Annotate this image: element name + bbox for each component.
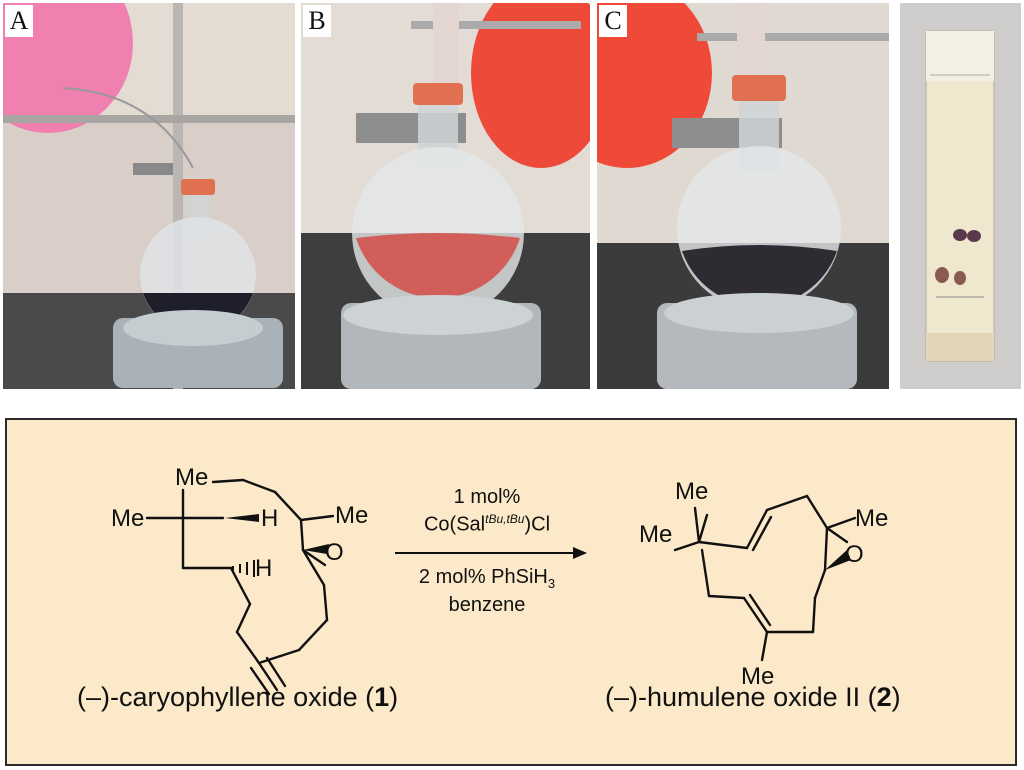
panel-letter-a: A [5, 5, 33, 37]
epoxide-wedge-2 [825, 550, 851, 570]
reactant-h-bottom: H [255, 555, 272, 582]
flask-photo-a [3, 3, 295, 389]
reagent-solvent: benzene [448, 594, 526, 616]
panel-letter-b: B [303, 5, 331, 37]
epoxide-wedge-1 [303, 544, 329, 554]
reactant-h-top: H [261, 505, 278, 532]
product-number: 2 [876, 682, 892, 712]
humulene-oxide-structure [673, 494, 857, 662]
reactant-number: 1 [374, 682, 390, 712]
tlc-plate-photo [900, 3, 1021, 389]
reactant-me-left: Me [111, 505, 144, 532]
reaction-scheme-box: Me Me Me H H O [5, 418, 1017, 766]
reagent-line-1: 1 mol% [453, 486, 521, 508]
photo-panel-b: B [301, 3, 590, 389]
reactant-me-right: Me [335, 502, 368, 529]
product-label: (–)-humulene oxide II (2) [605, 682, 901, 712]
product-me-bottom: Me [741, 663, 774, 690]
flask-photo-b [301, 3, 590, 389]
photo-panel-a: A [3, 3, 295, 389]
product-oxygen: O [845, 541, 864, 568]
product-me-right: Me [855, 505, 888, 532]
reagent-catalyst: Co(SaltBu,tBu)Cl [423, 512, 551, 536]
reagent-silane: 2 mol% PhSiH3 [418, 566, 556, 591]
product-me-top: Me [675, 478, 708, 505]
panel-letter-c: C [599, 5, 627, 37]
photo-panel-c: C [597, 3, 889, 389]
wedge-bond-top [225, 514, 259, 522]
caryophyllene-oxide-structure [145, 478, 335, 696]
reactant-oxygen: O [325, 539, 344, 566]
reactant-me-top: Me [175, 464, 208, 491]
reaction-scheme-structures: Me Me Me H H O [111, 464, 888, 696]
product-me-left: Me [639, 521, 672, 548]
reactant-label: (–)-caryophyllene oxide (1) [77, 682, 399, 712]
reaction-arrow [395, 547, 587, 559]
flask-photo-c [597, 3, 889, 389]
silane-subscript: 3 [547, 576, 556, 591]
hash-bond-bottom [232, 560, 255, 577]
catalyst-superscript: tBu,tBu [485, 512, 525, 526]
tlc-plate-image [900, 3, 1021, 389]
